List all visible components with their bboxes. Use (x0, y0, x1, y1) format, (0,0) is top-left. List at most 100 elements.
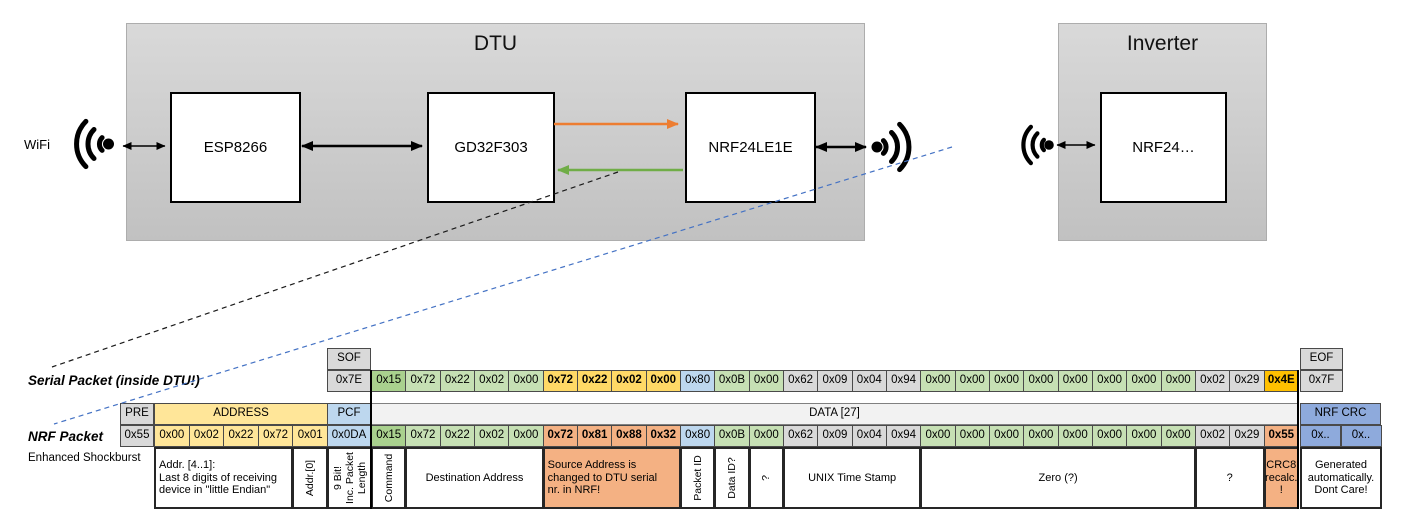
annotation-cell: CRC8 recalc. ! (1263, 447, 1299, 509)
wifi-label: WiFi (24, 137, 50, 152)
nrf-byte-cell: 0x22 (439, 425, 475, 447)
serial-sof-header: SOF (327, 348, 371, 370)
nrf-byte-cell: 0x02 (473, 425, 510, 447)
annotation-cell: Destination Address (405, 447, 544, 509)
annotation-cell: ? (748, 447, 784, 509)
inverter-nrf24-label: NRF24… (1132, 139, 1195, 156)
inverter-nrf24-box: NRF24… (1100, 92, 1227, 203)
nrf-byte-cell: 0x00 (1160, 425, 1196, 447)
dtu-title: DTU (473, 32, 518, 55)
serial-byte-cell: 0x00 (1057, 370, 1093, 392)
nrf-byte-cell: 0x04 (851, 425, 887, 447)
annotation-cell: Command (371, 447, 407, 509)
serial-sof-value: 0x7E (327, 370, 371, 392)
annotation-rotated-text: 9 Bit! Inc. Packet Length (331, 452, 368, 504)
serial-byte-cell: 0x22 (439, 370, 475, 392)
nrf-pcf-value: 0x0DA (327, 425, 371, 447)
serial-byte-cell: 0x80 (679, 370, 716, 392)
nrf-byte-cell: 0x80 (679, 425, 716, 447)
serial-byte-cell: 0x4E (1263, 370, 1299, 392)
nrf-byte-cell: 0x32 (645, 425, 681, 447)
annotation-rotated-text: Packet ID (691, 455, 704, 501)
nrf-crc-value: 0x.. (1300, 425, 1341, 447)
nrf-byte-cell: 0x00 (988, 425, 1025, 447)
annotation-cell: 9 Bit! Inc. Packet Length (327, 447, 372, 509)
data-right-guide-line (1297, 370, 1299, 509)
serial-byte-cell: 0x00 (954, 370, 990, 392)
serial-byte-cell: 0x02 (1194, 370, 1231, 392)
serial-eof-header: EOF (1300, 348, 1343, 370)
nrf-byte-cell: 0x02 (1194, 425, 1231, 447)
serial-byte-cell: 0x00 (988, 370, 1025, 392)
data-left-guide-line (370, 370, 372, 509)
nrf-byte-cell: 0x00 (1057, 425, 1093, 447)
nrf-byte-cell: 0x62 (782, 425, 819, 447)
serial-byte-cell: 0x02 (611, 370, 647, 392)
nrf-byte-cell: 0x72 (405, 425, 441, 447)
annotation-cell: Addr.[0] (292, 447, 328, 509)
enhanced-shockburst-label: Enhanced Shockburst (28, 452, 141, 464)
nrf-byte-cell: 0x00 (1126, 425, 1162, 447)
serial-byte-cell: 0x72 (405, 370, 441, 392)
annotation-cell: Source Address is changed to DTU serial … (542, 447, 681, 509)
serial-byte-cell: 0x15 (371, 370, 407, 392)
serial-byte-cell: 0x62 (782, 370, 819, 392)
serial-byte-cell: 0x09 (817, 370, 853, 392)
nrf-byte-cell: 0x29 (1229, 425, 1265, 447)
serial-byte-cell: 0x00 (645, 370, 681, 392)
nrf-byte-cell: 0x00 (1091, 425, 1128, 447)
nrf-byte-cell: 0x0B (714, 425, 750, 447)
serial-byte-cell: 0x00 (748, 370, 784, 392)
annotation-cell: Generated automatically. Dont Care! (1300, 447, 1382, 509)
serial-byte-cell: 0x0B (714, 370, 750, 392)
nrf-byte-cell: 0x55 (1263, 425, 1299, 447)
nrf-byte-cell: 0x94 (885, 425, 922, 447)
nrf-crc-header: NRF CRC (1300, 403, 1381, 425)
annotation-rotated-text: ? (760, 475, 773, 481)
nrf-byte-cell: 0x00 (1023, 425, 1059, 447)
inverter-panel: Inverter (1058, 23, 1267, 241)
nrf-address-value: 0x02 (188, 425, 225, 447)
nrf-crc-value: 0x.. (1340, 425, 1382, 447)
nrf-byte-cell: 0x00 (748, 425, 784, 447)
serial-byte-cell: 0x29 (1229, 370, 1265, 392)
nrf-address-value: 0x72 (257, 425, 294, 447)
serial-byte-cell: 0x04 (851, 370, 887, 392)
nrf-address-value: 0x00 (154, 425, 190, 447)
nrf-byte-cell: 0x88 (611, 425, 647, 447)
nrf-byte-cell: 0x72 (542, 425, 578, 447)
nrf-pcf-header: PCF (327, 403, 371, 425)
serial-byte-cell: 0x00 (1126, 370, 1162, 392)
serial-byte-cell: 0x00 (1023, 370, 1059, 392)
nrf-pre-value: 0x55 (120, 425, 154, 447)
annotation-cell: ? (1194, 447, 1265, 509)
nrf-address-value: 0x01 (292, 425, 328, 447)
annotation-rotated-text: Addr.[0] (304, 459, 317, 497)
serial-byte-cell: 0x94 (885, 370, 922, 392)
annotation-rotated-text: Data ID? (725, 457, 738, 499)
inverter-title: Inverter (1126, 32, 1199, 55)
serial-byte-cell: 0x00 (1091, 370, 1128, 392)
serial-byte-cell: 0x02 (473, 370, 510, 392)
nrf-byte-cell: 0x00 (920, 425, 956, 447)
serial-byte-cell: 0x72 (542, 370, 578, 392)
serial-byte-cell: 0x00 (1160, 370, 1196, 392)
annotation-cell: Data ID? (714, 447, 750, 509)
nrf-byte-cell: 0x81 (576, 425, 613, 447)
serial-byte-cell: 0x00 (920, 370, 956, 392)
serial-eof-value: 0x7F (1300, 370, 1343, 392)
nrf-pre-header: PRE (120, 403, 154, 425)
serial-byte-cell: 0x00 (508, 370, 544, 392)
nrf-data-header: DATA [27] (371, 403, 1298, 425)
nrf-address-value: 0x22 (223, 425, 259, 447)
nrf-address-header: ADDRESS (154, 403, 328, 425)
annotation-cell: UNIX Time Stamp (782, 447, 922, 509)
nrf-byte-cell: 0x09 (817, 425, 853, 447)
annotation-rotated-text: Command (382, 453, 395, 503)
annotation-cell: Addr. [4..1]: Last 8 digits of receiving… (154, 447, 294, 509)
nrf-packet-label: NRF Packet (28, 429, 104, 444)
nrf-byte-cell: 0x00 (954, 425, 990, 447)
annotation-cell: Packet ID (679, 447, 716, 509)
